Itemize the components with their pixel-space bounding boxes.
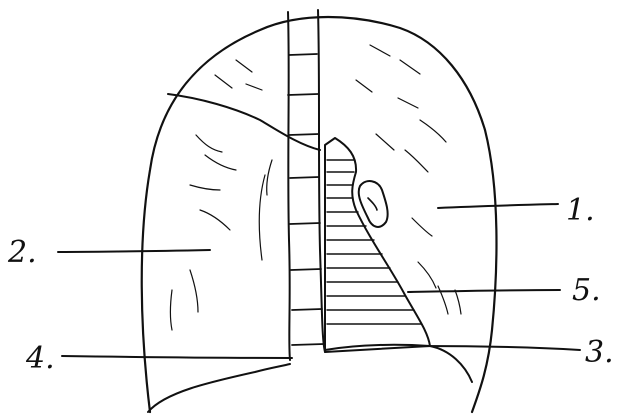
label-5: 5. [572,273,601,308]
leader-1 [438,204,558,208]
hatched-region [325,138,430,352]
leader-5 [408,290,560,292]
label-4: 4. [25,341,55,376]
leader-4 [62,356,292,358]
label-3: 3. [585,335,614,370]
bronchus-oval [359,181,388,227]
leader-3 [420,346,580,350]
right-lung-shading [356,45,461,314]
vertebral-column [288,10,325,360]
left-lung-shading [171,60,273,330]
leader-2 [58,250,210,252]
fissure-line [168,94,320,150]
diaphragm-left [148,364,290,412]
label-1: 1. [566,193,595,228]
label-2: 2. [7,235,37,270]
